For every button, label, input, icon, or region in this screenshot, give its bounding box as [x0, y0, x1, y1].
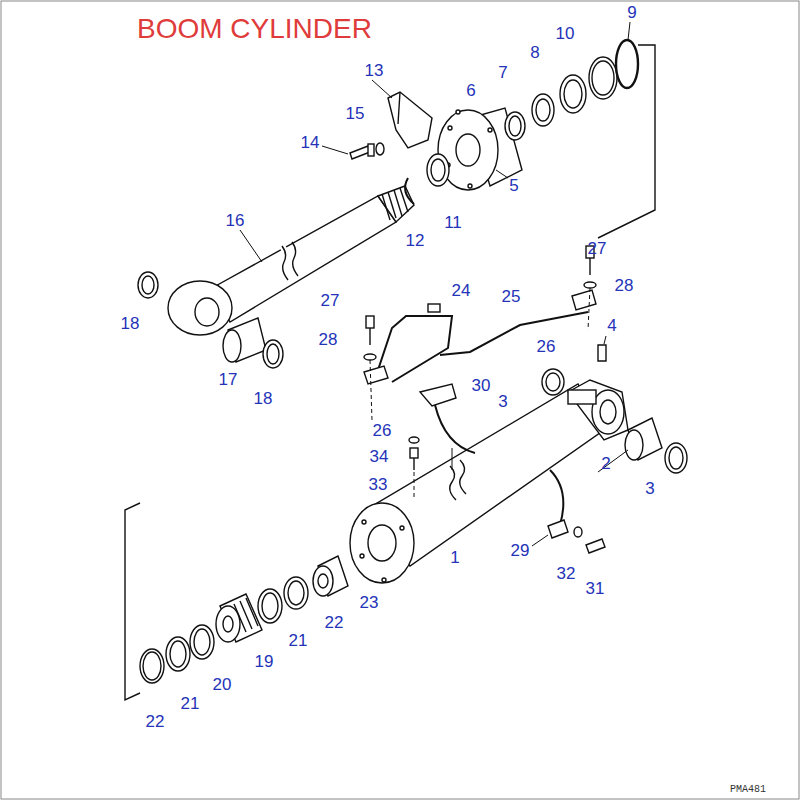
callout-number: 3	[645, 480, 654, 497]
callout-number: 32	[557, 565, 576, 582]
callout-number: 24	[452, 282, 471, 299]
callout-number: 26	[537, 338, 556, 355]
callout-number: 17	[219, 371, 238, 388]
callout-number: 21	[181, 695, 200, 712]
callout-number: 18	[121, 315, 140, 332]
diagram-title: BOOM CYLINDER	[137, 14, 372, 45]
callout-number: 30	[472, 377, 491, 394]
callout-number: 34	[370, 448, 389, 465]
callout-number: 27	[321, 292, 340, 309]
callout-number: 20	[213, 676, 232, 693]
callout-number: 29	[511, 542, 530, 559]
callout-number: 23	[360, 594, 379, 611]
callout-number: 1	[450, 549, 459, 566]
callout-number: 22	[325, 614, 344, 631]
callout-number: 31	[586, 580, 605, 597]
callout-number: 33	[369, 476, 388, 493]
callout-number: 11	[444, 214, 462, 231]
callout-number: 7	[498, 64, 507, 81]
callout-number: 13	[365, 62, 384, 79]
callout-number: 4	[607, 317, 616, 334]
callout-number: 9	[627, 4, 636, 21]
callout-number: 2	[601, 455, 610, 472]
callout-number: 21	[289, 632, 308, 649]
callout-number: 14	[301, 134, 320, 151]
callout-number: 28	[615, 277, 634, 294]
drawing-code: PMA481	[730, 785, 766, 795]
callout-number: 27	[588, 240, 607, 257]
callout-number: 3	[498, 393, 507, 410]
callout-number: 6	[466, 82, 475, 99]
callout-number: 19	[255, 653, 274, 670]
callout-number: 12	[406, 232, 425, 249]
callout-number: 28	[319, 331, 338, 348]
callout-number: 18	[254, 390, 273, 407]
callout-number: 22	[146, 713, 165, 730]
callout-number: 8	[530, 44, 539, 61]
callout-number: 26	[373, 422, 392, 439]
callout-number: 10	[556, 25, 575, 42]
callout-number: 15	[346, 105, 365, 122]
callout-number: 16	[226, 212, 245, 229]
callout-number: 25	[502, 288, 521, 305]
callout-number: 5	[509, 177, 518, 194]
